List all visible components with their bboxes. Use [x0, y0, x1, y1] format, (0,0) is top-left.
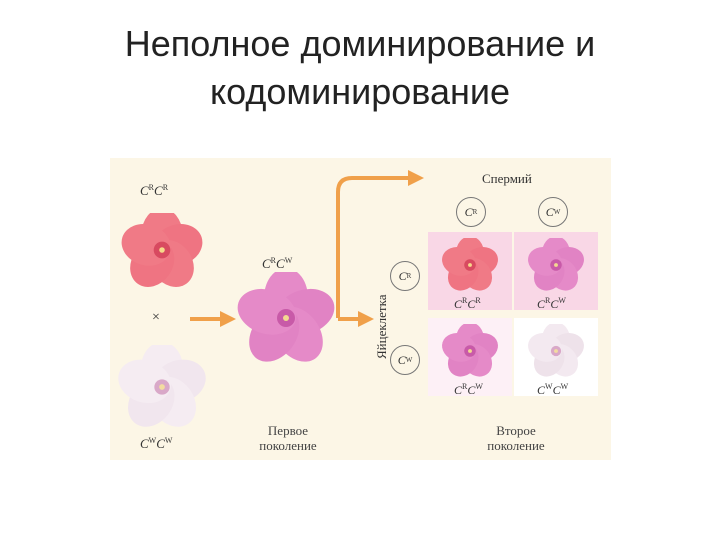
cell-label-rw-top: CRCW — [537, 296, 566, 312]
arrow-f1-to-square-head — [358, 311, 374, 327]
sperm-label: Спермий — [482, 171, 532, 187]
parent-white-genotype: CWCW — [140, 436, 172, 452]
flower-pink-rw-bottom — [438, 324, 502, 378]
cell-label-ww: CWCW — [537, 382, 568, 398]
arrow-to-sperm-head — [408, 170, 424, 186]
cell-label-rr: CRCR — [454, 296, 481, 312]
flower-red-rr — [438, 238, 502, 292]
egg-label: Яйцеклетка — [374, 279, 390, 359]
parent-red-genotype: CRCR — [140, 183, 168, 199]
f1-genotype: CRCW — [262, 256, 292, 272]
flower-pink-f1 — [236, 272, 336, 364]
flower-pink-rw-top — [524, 238, 588, 292]
flower-white-ww — [524, 324, 588, 378]
cell-label-rw-bottom: CRCW — [454, 382, 483, 398]
cross-symbol: × — [152, 310, 160, 326]
arrow-parents-to-f1-head — [220, 311, 236, 327]
flower-red-parent — [114, 213, 210, 287]
flower-white-parent — [114, 345, 210, 429]
